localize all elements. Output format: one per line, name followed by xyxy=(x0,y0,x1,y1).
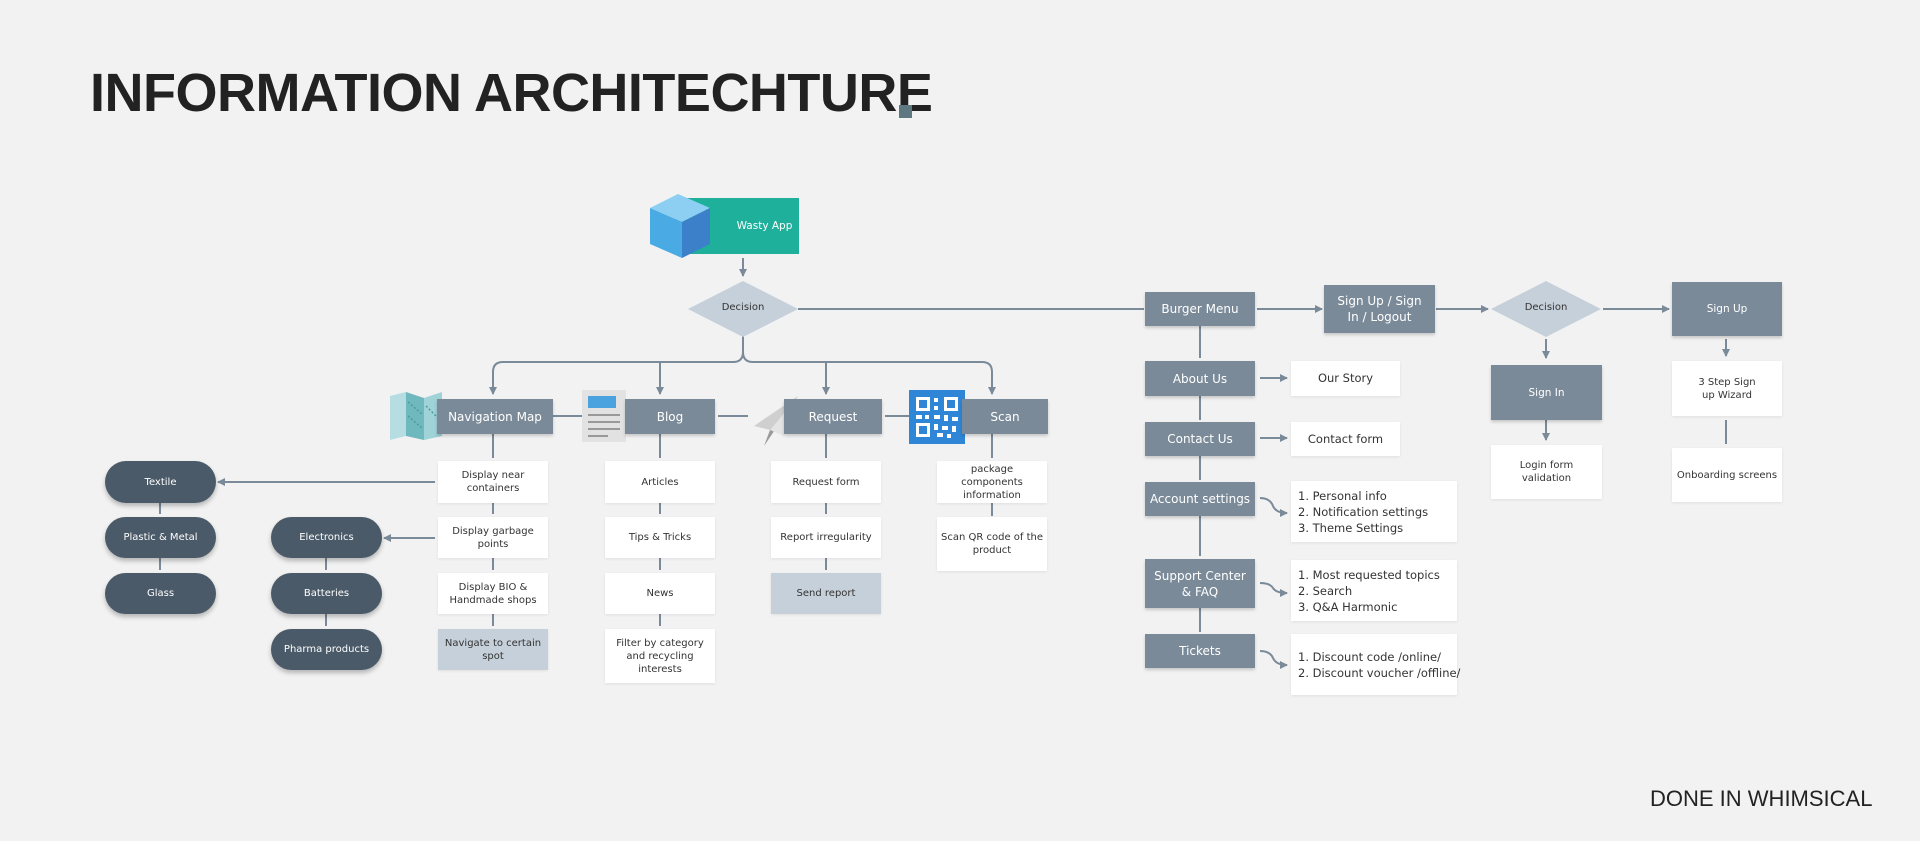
support-center-node[interactable]: Support Center & FAQ xyxy=(1145,559,1255,608)
pill-textile[interactable]: Textile xyxy=(105,461,216,503)
blog-item-news[interactable]: News xyxy=(605,573,715,614)
nav-item-bio-shops[interactable]: Display BIO & Handmade shops xyxy=(438,573,548,614)
sign-up-node[interactable]: Sign Up xyxy=(1672,282,1782,336)
cube-icon xyxy=(650,194,710,258)
contact-us-node[interactable]: Contact Us xyxy=(1145,422,1255,456)
pill-electronics[interactable]: Electronics xyxy=(271,517,382,558)
root-label: Wasty App xyxy=(736,220,793,232)
list-item: 2. Notification settings xyxy=(1298,504,1429,519)
sign-in-node[interactable]: Sign In xyxy=(1491,365,1602,420)
pill-pharma[interactable]: Pharma products xyxy=(271,629,382,670)
tickets-list[interactable]: 1. Discount code /online/ 2. Discount vo… xyxy=(1291,634,1461,695)
navigation-map-node[interactable]: Navigation Map xyxy=(437,399,553,434)
account-settings-node[interactable]: Account settings xyxy=(1145,482,1255,516)
about-us-node[interactable]: About Us xyxy=(1145,361,1255,396)
burger-menu-node[interactable]: Burger Menu xyxy=(1145,292,1255,326)
pill-batteries[interactable]: Batteries xyxy=(271,573,382,614)
sign-up-in-logout-node[interactable]: Sign Up / Sign In / Logout xyxy=(1324,285,1435,333)
support-center-list[interactable]: 1. Most requested topics 2. Search 3. Q&… xyxy=(1291,560,1457,621)
blog-node[interactable]: Blog xyxy=(625,399,715,434)
login-validation-card[interactable]: Login form validation xyxy=(1491,445,1602,499)
decision-label: Decision xyxy=(721,302,765,313)
list-item: 1. Personal info xyxy=(1298,488,1387,503)
pill-plastic-metal[interactable]: Plastic & Metal xyxy=(105,517,216,558)
request-item-irregularity[interactable]: Report irregularity xyxy=(771,517,881,558)
decision-diamond-auth[interactable] xyxy=(1491,281,1601,337)
list-item: 3. Q&A Harmonic xyxy=(1298,599,1398,614)
onboarding-card[interactable]: Onboarding screens xyxy=(1672,448,1782,502)
our-story-card[interactable]: Our Story xyxy=(1291,361,1400,396)
qr-code-icon xyxy=(909,390,965,444)
scan-node[interactable]: Scan xyxy=(962,399,1048,434)
list-item: 2. Discount voucher /offline/ xyxy=(1298,665,1461,680)
tickets-node[interactable]: Tickets xyxy=(1145,634,1255,668)
decision-diamond[interactable] xyxy=(688,281,798,337)
nav-item-navigate-spot[interactable]: Navigate to certain spot xyxy=(438,629,548,670)
scan-item-qr[interactable]: Scan QR code of the product xyxy=(937,517,1047,571)
scan-item-package-info[interactable]: package components information xyxy=(937,461,1047,503)
account-settings-list[interactable]: 1. Personal info 2. Notification setting… xyxy=(1291,481,1457,542)
title-accent-square xyxy=(899,105,912,118)
decision-auth-label: Decision xyxy=(1524,302,1568,313)
request-item-send[interactable]: Send report xyxy=(771,573,881,614)
footer-credit: DONE IN WHIMSICAL xyxy=(1650,786,1873,811)
blog-item-filter[interactable]: Filter by category and recycling interes… xyxy=(605,629,715,683)
list-item: 1. Discount code /online/ xyxy=(1298,649,1441,664)
blog-item-articles[interactable]: Articles xyxy=(605,461,715,503)
contact-form-card[interactable]: Contact form xyxy=(1291,422,1400,456)
list-item: 2. Search xyxy=(1298,583,1353,598)
list-item: 1. Most requested topics xyxy=(1298,567,1440,582)
signup-wizard-card[interactable]: 3 Step Sign up Wizard xyxy=(1672,361,1782,416)
blog-item-tips[interactable]: Tips & Tricks xyxy=(605,517,715,558)
list-item: 3. Theme Settings xyxy=(1298,520,1404,535)
request-node[interactable]: Request xyxy=(784,399,882,434)
document-icon xyxy=(582,390,626,442)
nav-item-garbage-points[interactable]: Display garbage points xyxy=(438,517,548,558)
page-title: INFORMATION ARCHITECHTURE xyxy=(90,63,933,123)
pill-glass[interactable]: Glass xyxy=(105,573,216,614)
nav-item-near-containers[interactable]: Display near containers xyxy=(438,461,548,503)
request-item-form[interactable]: Request form xyxy=(771,461,881,503)
